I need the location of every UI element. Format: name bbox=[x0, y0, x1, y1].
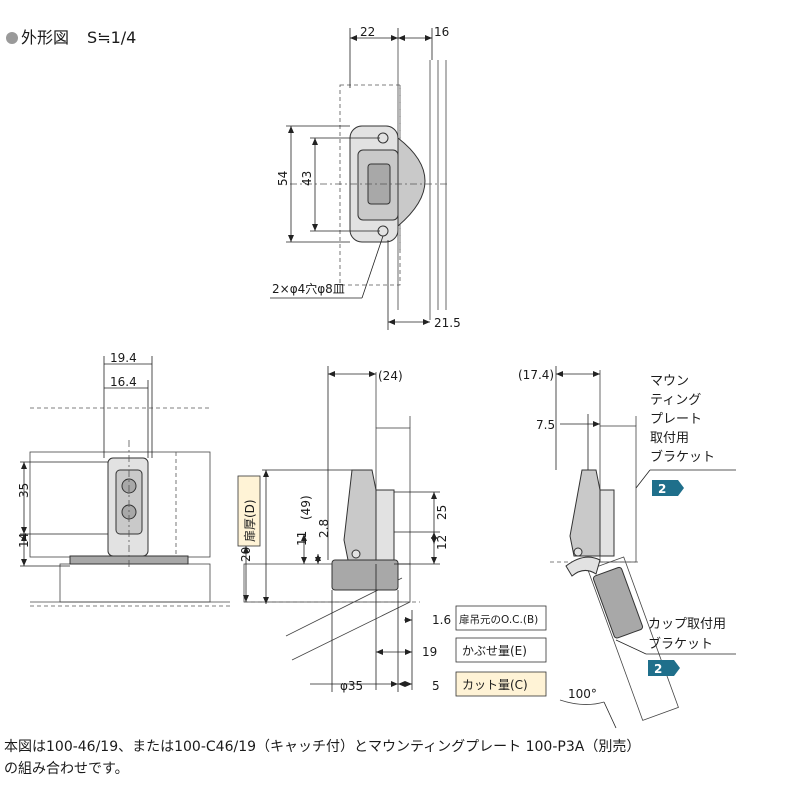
hole-note: 2×φ4穴φ8皿 bbox=[272, 281, 345, 296]
top-view: 22 16 54 43 2×φ4穴φ8皿 21.5 bbox=[270, 25, 461, 330]
mount-label-1: マウン bbox=[650, 374, 689, 389]
mount-label-2: ティング bbox=[650, 393, 701, 408]
dim-43: 43 bbox=[300, 171, 314, 186]
bullet-icon bbox=[6, 32, 18, 44]
dim-12: 12 bbox=[435, 535, 449, 550]
side-panel bbox=[59, 563, 211, 603]
leader-line bbox=[635, 469, 651, 489]
ref-tag-number: 2 bbox=[654, 662, 662, 676]
hinge-cup bbox=[331, 559, 399, 591]
dim-35-dia: φ35 bbox=[340, 679, 363, 693]
footer-note: 本図は100-46/19、または100-C46/19（キャッチ付）とマウンティン… bbox=[4, 736, 796, 780]
dim-35: 35 bbox=[17, 483, 31, 498]
door-thickness-label: 扉厚(D) bbox=[243, 499, 257, 542]
dim-2-8: 2.8 bbox=[317, 519, 331, 538]
ref-tag-number: 2 bbox=[658, 482, 666, 496]
side-view: 扉厚(D) (24) (49) 25 20 11 2.8 12 1.6 扉吊元の… bbox=[237, 366, 547, 697]
mount-label-3: プレート bbox=[650, 412, 702, 427]
ref-tag bbox=[648, 660, 680, 676]
scale-text: S≒1/4 bbox=[87, 28, 137, 47]
dim-7-5: 7.5 bbox=[536, 418, 555, 432]
mount-label-5: ブラケット bbox=[650, 449, 715, 465]
hinge-link bbox=[565, 556, 601, 577]
dim-11: 11 bbox=[295, 531, 309, 546]
front-view: 19.4 16.4 35 14 bbox=[17, 351, 230, 607]
dim-25: 25 bbox=[435, 505, 449, 520]
mount-label-4: 取付用 bbox=[650, 431, 689, 446]
open-view: 100° (17.4) 7.5 マウン ティング プレート 取付用 ブラケット … bbox=[518, 366, 736, 729]
dim-49: (49) bbox=[299, 495, 313, 520]
angle-leg bbox=[603, 701, 617, 729]
leader-line bbox=[361, 235, 384, 299]
dim-14: 14 bbox=[17, 533, 31, 548]
label-c: カット量(C) bbox=[462, 678, 528, 692]
angle-100: 100° bbox=[568, 687, 597, 701]
note-line-2: の組み合わせです。 bbox=[4, 761, 129, 777]
label-c-box bbox=[455, 671, 547, 697]
label-b-box bbox=[455, 605, 547, 631]
dim-21-5: 21.5 bbox=[434, 316, 461, 330]
figure-title: 外形図 S≒1/4 bbox=[6, 24, 136, 48]
dim-16-4: 16.4 bbox=[110, 375, 137, 389]
label-e: かぶせ量(E) bbox=[462, 644, 527, 658]
mounting-plate bbox=[599, 489, 615, 557]
hinge-body bbox=[343, 469, 377, 561]
angle-arc bbox=[559, 699, 605, 705]
pivot bbox=[351, 549, 361, 559]
ref-tag bbox=[652, 480, 684, 496]
dim-19-4: 19.4 bbox=[110, 351, 137, 365]
dim-17-4: (17.4) bbox=[518, 368, 554, 382]
dim-22: 22 bbox=[360, 25, 375, 39]
dim-54: 54 bbox=[276, 171, 290, 186]
cabinet-outline bbox=[339, 84, 401, 286]
door-panel bbox=[587, 556, 679, 721]
pivot bbox=[573, 547, 583, 557]
label-e-box bbox=[455, 637, 547, 663]
hinge-cup bbox=[592, 566, 644, 639]
cup-label-2: ブラケット bbox=[648, 636, 713, 652]
hinge-body bbox=[569, 469, 601, 557]
label-b: 扉吊元のO.C.(B) bbox=[459, 613, 538, 626]
note-line-1: 本図は100-46/19、または100-C46/19（キャッチ付）とマウンティン… bbox=[4, 739, 641, 755]
hinge-cup bbox=[397, 136, 426, 228]
door-thickness-box bbox=[237, 475, 261, 547]
dim-24: (24) bbox=[378, 369, 403, 383]
dim-20: 20 bbox=[239, 547, 253, 562]
dim-1-6: 1.6 bbox=[432, 613, 451, 627]
dim-5: 5 bbox=[432, 679, 440, 693]
dim-16: 16 bbox=[434, 25, 449, 39]
cup-label-1: カップ取付用 bbox=[648, 617, 726, 632]
mounting-plate bbox=[375, 489, 395, 561]
leader-line bbox=[615, 639, 647, 655]
open-door bbox=[587, 556, 679, 721]
title-text: 外形図 bbox=[21, 28, 70, 47]
dim-19: 19 bbox=[422, 645, 437, 659]
